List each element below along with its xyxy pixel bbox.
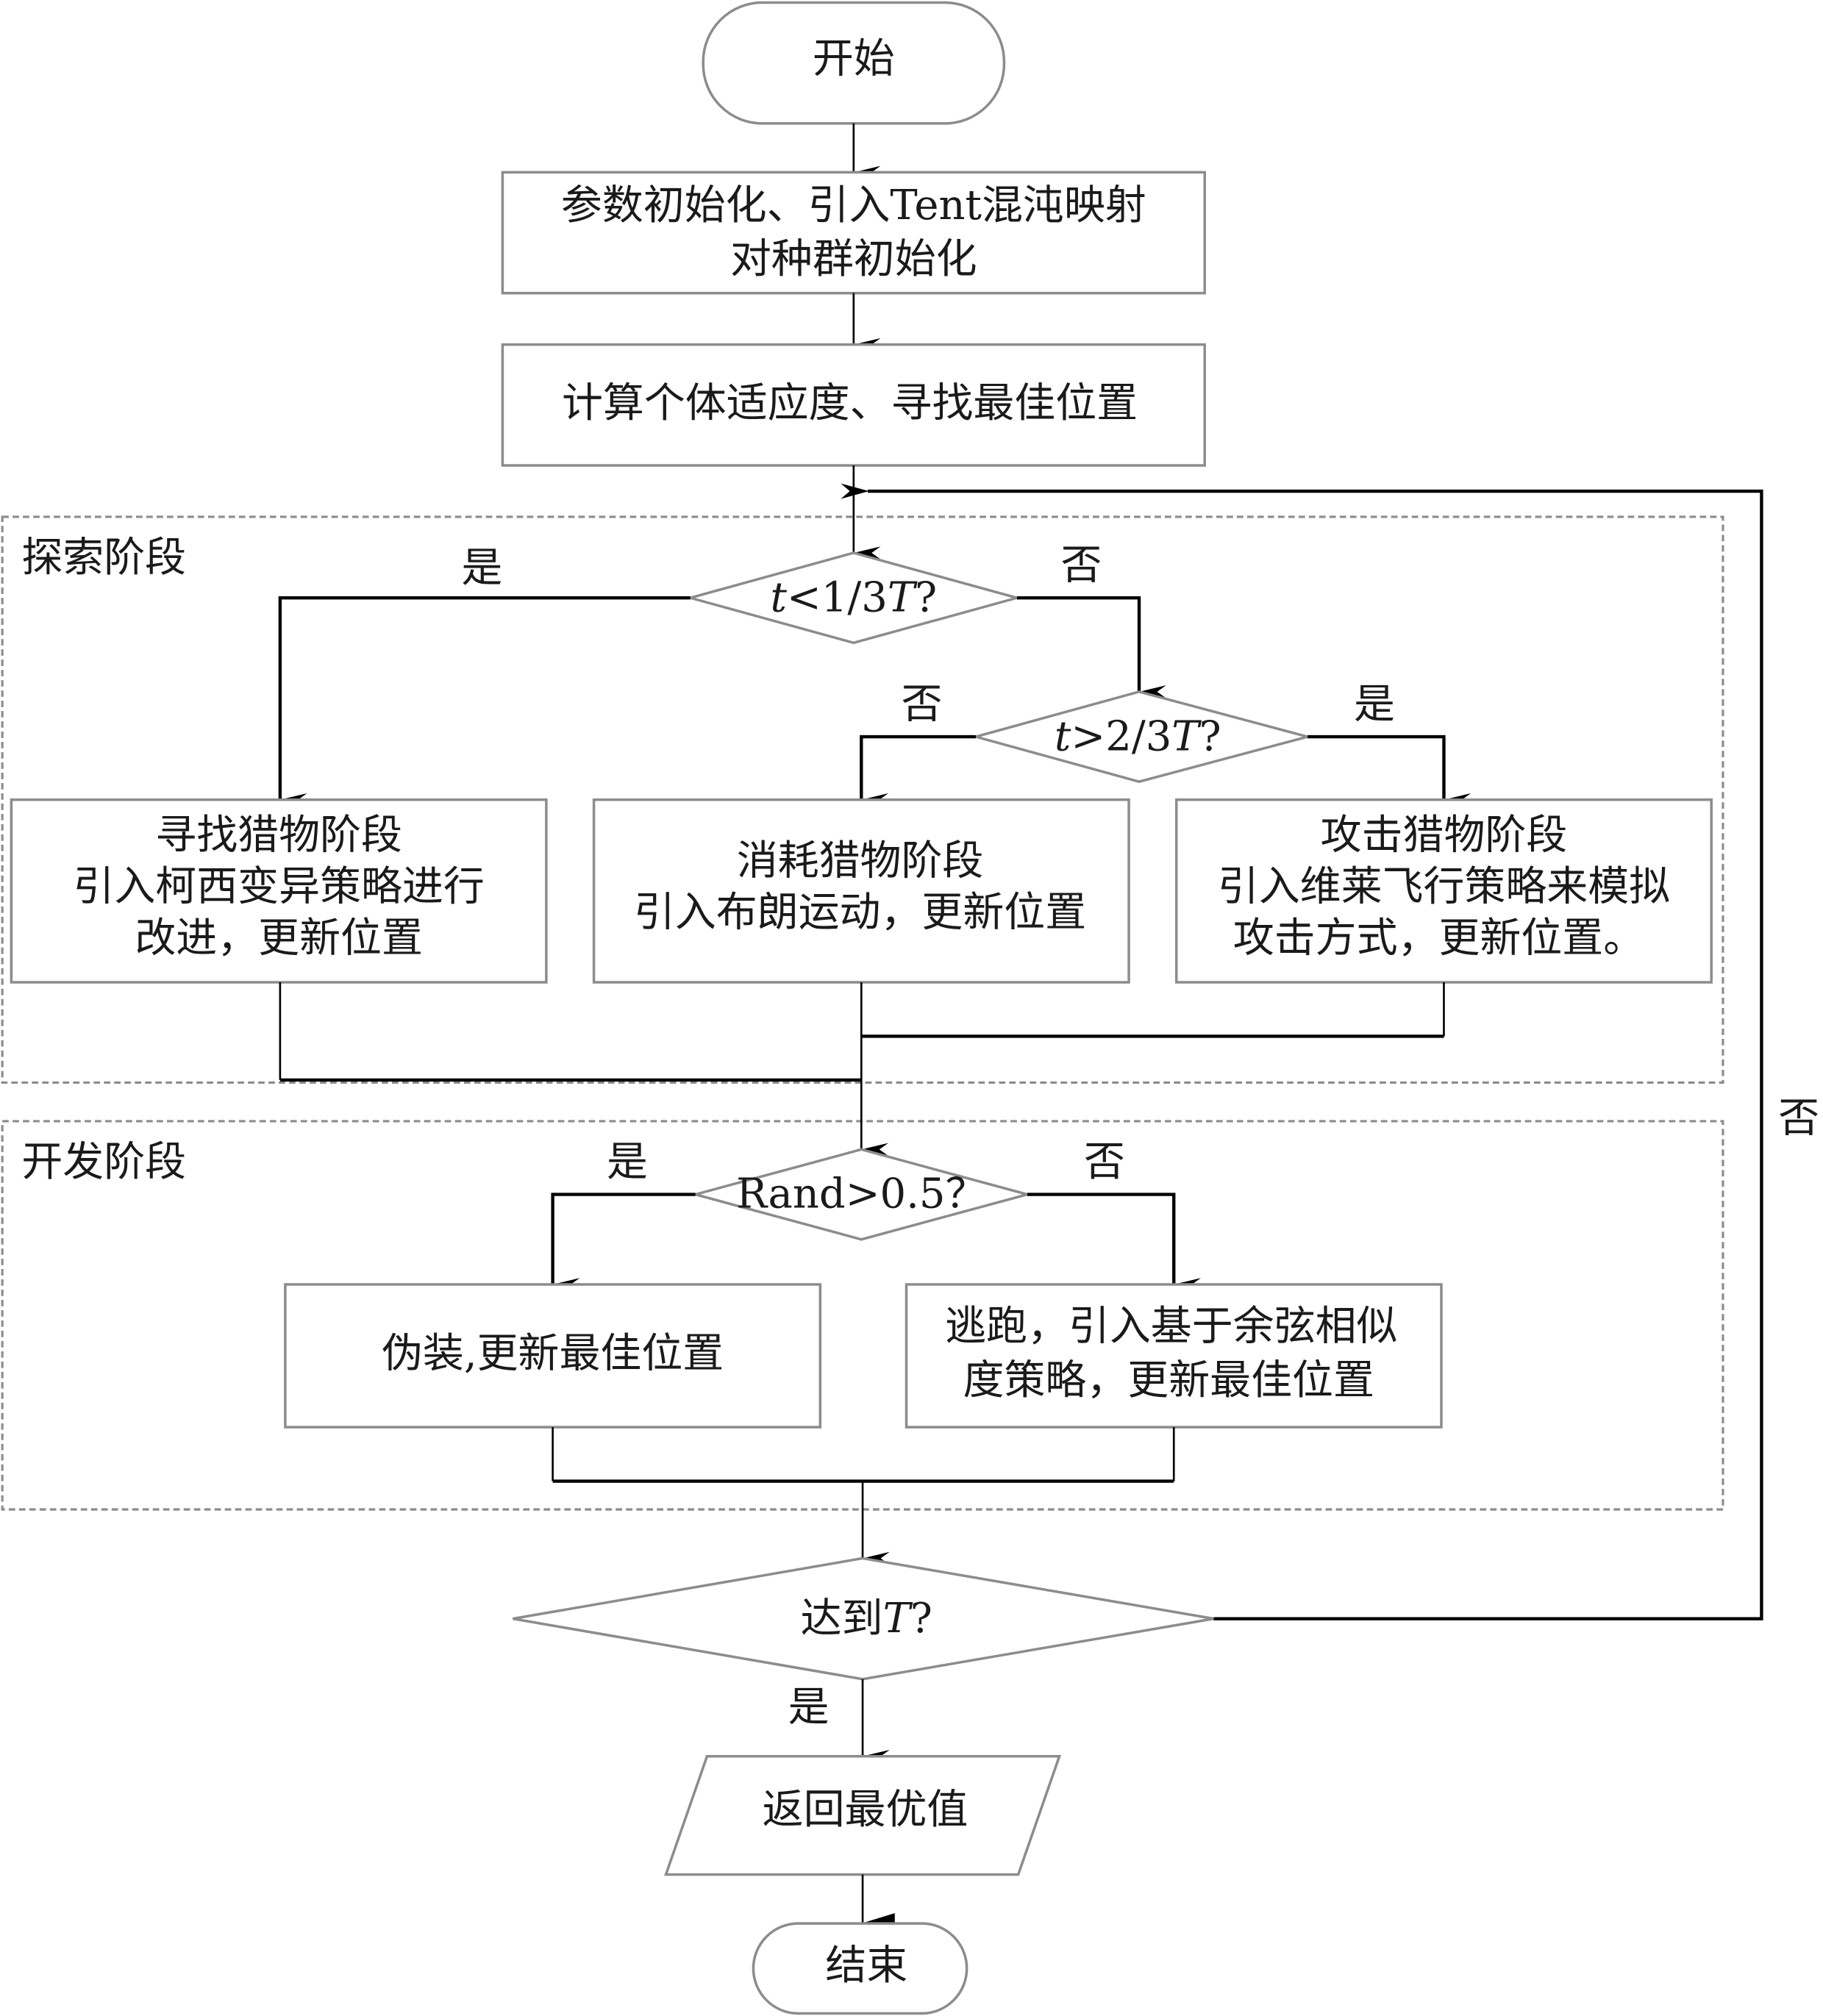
decision2-no-label: 否 [902,680,943,728]
fitness-process-box [501,343,1206,467]
attack-prey-line1: 攻击猎物阶段 [1321,812,1568,859]
arrow-termination-no-loop [841,483,1763,1620]
termination-no-label: 否 [1778,1094,1819,1142]
disguise-box [284,1283,822,1429]
attack-prey-line2: 引入维莱飞行策略来模拟 [1218,863,1670,911]
arrow-decision1-no [1016,596,1166,698]
search-prey-box [10,798,548,984]
search-prey-line2: 引入柯西变异策略进行 [73,863,484,911]
decision-rand-label: Rand>0.5？ [736,1170,986,1218]
consume-prey-line1: 消耗猎物阶段 [737,837,984,885]
init-label-line1: 参数初始化、引入Tent混沌映射 [561,182,1146,229]
decision-rand [691,1148,1032,1241]
decision1-no-label: 否 [1060,541,1102,589]
termination-yes-label: 是 [788,1683,830,1731]
escape-line1: 逃跑，引入基于余弦相似 [945,1303,1397,1351]
decision-t-gt-two-thirds [971,690,1313,784]
attack-prey-box [1174,798,1713,984]
explore-phase-title: 探索阶段 [21,534,186,582]
fitness-label: 计算个体适应度、寻找最佳位置 [562,379,1138,427]
arrow-decision2-yes [1308,734,1471,807]
start-label: 开始 [813,35,895,82]
init-label-line2: 对种群初始化 [730,235,977,283]
search-prey-line3: 改进，更新位置 [135,915,423,962]
attack-prey-line3: 攻击方式，更新位置。 [1233,915,1644,962]
consume-prey-line2: 引入布朗运动，更新位置 [634,889,1086,937]
termination-label: 达到T? [801,1595,932,1643]
arrow-rand-yes [551,1193,696,1291]
escape-line2: 度策略，更新最佳位置 [963,1356,1374,1404]
arrow-rand-no [1027,1193,1201,1291]
decision-t-lt-one-third [685,551,1022,645]
arrow-decision1-yes [278,596,691,807]
arrow-decision2-no [860,734,976,807]
output-label: 返回最优值 [763,1786,968,1834]
decision-rand-yes-label: 是 [607,1138,648,1186]
search-prey-line1: 寻找猎物阶段 [155,812,402,859]
decision2-label: t>2/3T? [1055,712,1221,760]
decision1-yes-label: 是 [461,544,502,592]
consume-prey-box [592,798,1130,984]
end-terminal [752,1922,968,2015]
exploit-phase-title: 开发阶段 [21,1138,186,1186]
decision-rand-no-label: 否 [1084,1138,1125,1186]
disguise-label: 伪装,更新最佳位置 [382,1329,724,1377]
output-box [664,1755,1062,1876]
decision2-yes-label: 是 [1354,680,1395,728]
end-label: 结束 [825,1942,907,1990]
explore-phase-group [1,515,1724,1084]
decision1-label: t<1/3T? [770,573,937,621]
